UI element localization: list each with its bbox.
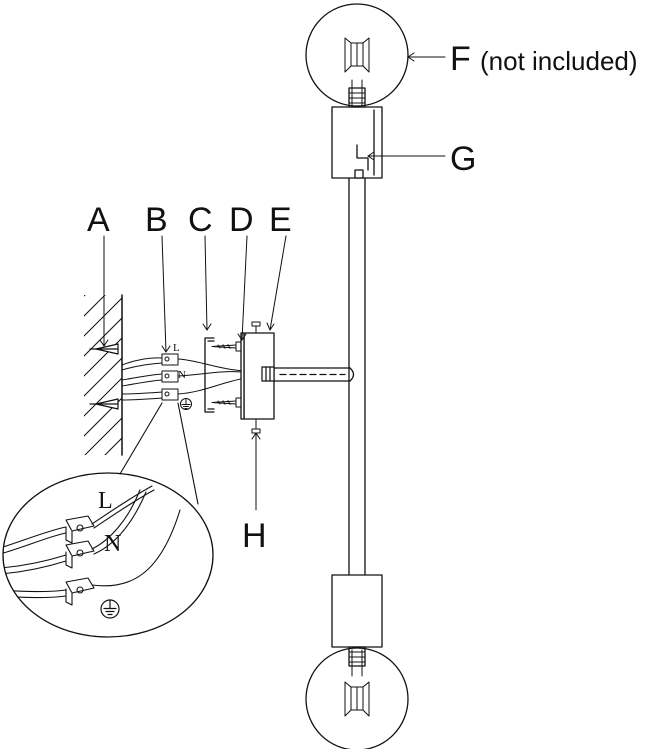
mounting-bracket: [204, 337, 215, 413]
leader-lines: [99, 52, 446, 511]
ground-icon-zoom: [100, 599, 120, 619]
ground-icon: [180, 398, 192, 410]
callout-g: G: [450, 140, 476, 178]
callout-h: H: [242, 517, 267, 555]
callout-c: C: [188, 201, 213, 239]
wall-anchor-bottom: [89, 398, 119, 410]
bulb-bottom: [305, 646, 409, 749]
vertical-rod: [348, 177, 366, 576]
bulb-top: [305, 3, 409, 108]
zoom-connector: [119, 402, 199, 505]
wiring-detail-zoom: L N: [2, 472, 214, 638]
wire-label-neutral-small: N: [178, 369, 186, 381]
wire-label-neutral: N: [104, 531, 121, 557]
wall: [84, 294, 123, 456]
lamp-holder-top: [331, 106, 383, 179]
callout-d: D: [229, 201, 254, 239]
terminal-block-neutral: [161, 370, 179, 383]
canopy-fixing-screw-top: [251, 321, 261, 334]
wire-label-live-small: L: [173, 342, 180, 354]
callout-f-note: (not included): [480, 46, 638, 76]
lamp-holder-bottom: [331, 574, 383, 648]
terminal-block-live: [161, 353, 179, 366]
canopy-fixing-screw-bottom: [251, 418, 261, 434]
canopy-nut: [261, 366, 275, 382]
supply-wires: [121, 357, 163, 401]
callout-f: F: [450, 40, 471, 78]
callout-e: E: [269, 201, 292, 239]
callout-a: A: [87, 201, 110, 239]
lamp-arm: [273, 367, 355, 382]
terminal-block-earth: [161, 388, 179, 401]
callout-b: B: [145, 201, 168, 239]
screw-top: [211, 341, 244, 352]
wall-anchor-top: [89, 343, 119, 355]
screw-bottom: [211, 397, 244, 408]
wire-label-live: L: [98, 488, 113, 514]
